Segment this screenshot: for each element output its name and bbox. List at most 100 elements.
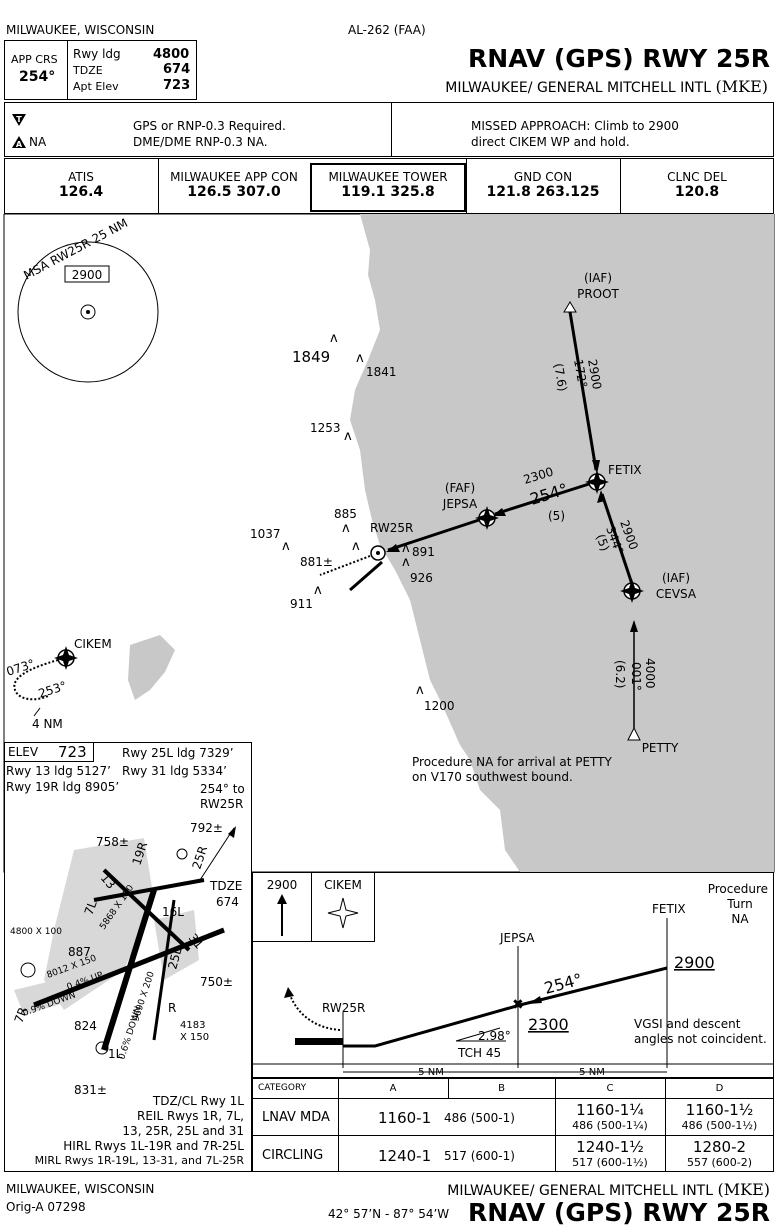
airport-name: MILWAUKEE/ GENERAL MITCHELL INTL (445, 80, 712, 96)
minima-header-d: D (715, 1083, 724, 1094)
profile-fetix-alt: 2900 (674, 953, 715, 972)
obstacle-881: 881± (300, 555, 333, 569)
rwy-25l-ldg: Rwy 25L ldg 7329’ (122, 746, 234, 760)
minima-lnav-c: 1160-1¼ (576, 1101, 644, 1119)
minima-header-a: A (389, 1083, 397, 1094)
profile-tch: TCH 45 (457, 1046, 501, 1060)
rwy-7l-num: 7L (82, 898, 100, 917)
profile-pt-2: Turn (726, 897, 752, 911)
rwy-r-num: R (168, 1001, 176, 1015)
svg-text:ʌ: ʌ (344, 429, 352, 444)
profile-dist-1: 5 NM (418, 1067, 444, 1078)
obstacle-891: 891 (412, 545, 435, 559)
footer-city: MILWAUKEE, WISCONSIN (6, 1182, 155, 1196)
cevsa-leg-dist: (5) (593, 532, 612, 553)
petty-leg-alt: 4000 (643, 658, 657, 689)
profile-dist-2: 5 NM (579, 1067, 605, 1078)
fetix-fix-icon (585, 470, 609, 494)
footer-airport-id: (MKE) (717, 1180, 771, 1199)
cevsa-iaf-label: (IAF) (662, 571, 690, 585)
rwy-1l-num: 1L (108, 1047, 123, 1061)
obs-792: 792± (190, 821, 223, 835)
alternate-na-icon: A (12, 136, 26, 149)
dim-4800: 4800 X 100 (10, 927, 62, 937)
approach-light-icons (20, 848, 188, 1055)
airport-name-line: MILWAUKEE/ GENERAL MITCHELL INTL (MKE) (445, 77, 768, 96)
jepsa-label: JEPSA (442, 497, 478, 511)
msa-alt: 2900 (72, 268, 103, 282)
elev-box (4, 742, 94, 762)
gradient-3: 0.6% DOWN (117, 1005, 144, 1061)
comm-clnc-del: CLNC DEL 120.8 (620, 170, 774, 200)
profile-vgsi-2: angles not coincident. (634, 1032, 767, 1046)
minima-lnav-ab: 1160-1 (378, 1109, 432, 1127)
gs-angle-icon (455, 1027, 501, 1042)
minima-circ-d-sub: 557 (600-2) (686, 1156, 753, 1169)
minima-lnav-c-sub: 486 (500-1¼) (572, 1119, 648, 1132)
minima-table (252, 1078, 774, 1172)
cevsa-label: CEVSA (656, 587, 697, 601)
jepsa-stepdown-icon: ✖ (512, 997, 524, 1013)
svg-text:ʌ: ʌ (352, 539, 360, 554)
obs-750: 750± (200, 975, 233, 989)
airport-id: (MKE) (715, 77, 769, 96)
gps-note-1: GPS or RNP-0.3 Required. (133, 119, 286, 133)
crs-to-rw: RW25R (200, 797, 244, 811)
svg-text:ʌ: ʌ (402, 541, 410, 556)
airport-center-icon (80, 304, 96, 320)
gps-note-2: DME/DME RNP-0.3 NA. (133, 135, 268, 149)
svg-text:ʌ: ʌ (314, 583, 322, 598)
tdze-value: 674 (163, 62, 191, 77)
minima-header-category: CATEGORY (258, 1083, 307, 1093)
cevsa-fix-icon (620, 579, 644, 603)
lighting-1: TDZ/CL Rwy 1L (152, 1094, 244, 1108)
obstacle-1037: 1037 (250, 527, 281, 541)
minima-header-b: B (498, 1083, 505, 1094)
svg-text:ʌ: ʌ (342, 521, 350, 536)
hold-dist: 4 NM (32, 717, 63, 731)
minima-lnav-d-sub: 486 (500-1½) (681, 1119, 758, 1132)
minima-header-c: C (606, 1083, 614, 1094)
climb-arrow-icon (277, 894, 287, 904)
chart-id: AL-262 (FAA) (348, 23, 426, 37)
profile-cikem-label: CIKEM (324, 878, 362, 892)
notes-box: T A NA GPS or RNP-0.3 Required. DME/DME … (4, 102, 774, 157)
obs-887: 887 (68, 945, 91, 959)
airport-diagram: 758± 792± TDZE 674 4800 X 100 887 750± 8… (10, 821, 242, 1061)
footer-procedure-title: RNAV (GPS) RWY 25R (468, 1198, 770, 1227)
header-city: MILWAUKEE, WISCONSIN (6, 23, 155, 37)
profile-cikem-box (311, 872, 375, 942)
minima-circ-d: 1280-2 (692, 1138, 747, 1156)
proot-iaf-label: (IAF) (584, 271, 612, 285)
rwy-7r-num: 7R (12, 1005, 31, 1025)
obstacle-1849: 1849 (292, 348, 330, 366)
minima-circ-c-sub: 517 (600-1½) (572, 1156, 648, 1169)
svg-text:ʌ: ʌ (356, 351, 364, 366)
na-label: NA (29, 135, 47, 149)
apt-elev-label: Apt Elev (73, 80, 119, 93)
lighting-3: 13, 25R, 25L and 31 (122, 1124, 244, 1138)
elev-value: 723 (58, 743, 87, 761)
crs-to-label: 254° to (200, 782, 245, 796)
rwy-13-ldg: Rwy 13 ldg 5127’ (6, 764, 111, 778)
footer-orig: Orig-A 07298 (6, 1200, 86, 1214)
obstacle-1841: 1841 (366, 365, 397, 379)
minima-circ-ab: 1240-1 (378, 1147, 432, 1165)
rwy-25r-num: 25R (190, 844, 211, 871)
comm-app-con-label: MILWAUKEE APP CON (170, 170, 298, 184)
obstacle-1253: 1253 (310, 421, 341, 435)
proot-leg-alt: 2900 (585, 358, 604, 391)
comm-app-con-freq: 126.5 307.0 (187, 184, 281, 200)
minima-circ-c: 1240-1½ (576, 1138, 644, 1156)
fetix-leg-dist: (5) (548, 509, 565, 523)
comm-clnc-freq: 120.8 (674, 184, 720, 200)
svg-text:A: A (16, 140, 23, 149)
app-crs-value: 254° (19, 69, 56, 85)
profile-jepsa-label: JEPSA (499, 931, 535, 945)
obs-831: 831± (74, 1083, 107, 1097)
runway-symbol (349, 560, 383, 592)
obstacle-885: 885 (334, 507, 357, 521)
rwy-ldg-value: 4800 (153, 47, 190, 62)
lighting-4: HIRL Rwys 1L-19R and 7R-25L (63, 1139, 244, 1153)
footer-latlon: 42° 57’N - 87° 54’W (328, 1207, 450, 1221)
